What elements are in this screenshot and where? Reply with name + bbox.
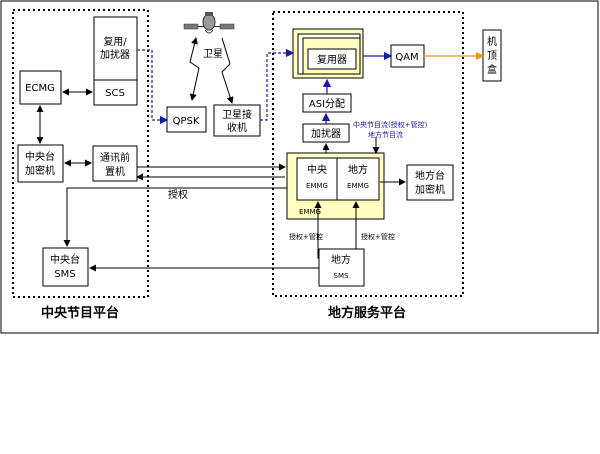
qam-label: QAM xyxy=(395,52,418,63)
comm-frontend-line1: 通讯前 xyxy=(100,151,130,164)
scrambler-box: 加扰器 xyxy=(302,123,350,143)
settop-box: 机 顶 盒 xyxy=(482,29,502,82)
satellite-icon xyxy=(183,12,235,34)
central-encryptor-line2: 加密机 xyxy=(25,164,55,177)
local-encryptor-line2: 加密机 xyxy=(415,183,445,196)
central-program-annotation: 中央节目流(授权+管控) xyxy=(353,120,428,129)
central-sms-line2: SMS xyxy=(54,269,75,280)
authorize-annotation: 授权 xyxy=(168,188,188,201)
settop-char1: 机 xyxy=(487,35,497,48)
sat-receiver-line1: 卫星接 xyxy=(222,108,252,121)
asi-split-label: ASI分配 xyxy=(309,98,345,110)
local-sms-line2: SMS xyxy=(334,272,349,280)
local-emmg-line2: EMMG xyxy=(347,182,369,190)
outer-frame xyxy=(0,0,599,334)
local-sms-to-central-emmg-link xyxy=(314,201,322,259)
central-encryptor-line1: 中央台 xyxy=(25,150,55,163)
central-sms-box: 中央台 SMS xyxy=(42,247,89,287)
emmg-group: 中央 EMMG 地方 EMMG EMMG xyxy=(286,152,385,220)
scs-label: SCS xyxy=(105,88,125,99)
local-encryptor-box: 地方台 加密机 xyxy=(406,164,454,201)
mux-to-qpsk-link xyxy=(137,49,169,125)
settop-char2: 顶 xyxy=(487,50,497,62)
sat-receiver-line2: 收机 xyxy=(227,121,247,134)
comm-frontend-line2: 置机 xyxy=(105,165,125,178)
mux-scrambler-line1: 复用/ xyxy=(103,35,127,48)
local-platform-region xyxy=(272,11,464,297)
scrambler-label: 加扰器 xyxy=(311,127,341,140)
ecmg-box: ECMG xyxy=(19,70,62,105)
auth-ctrl-left-annotation: 授权+管控 xyxy=(289,232,323,241)
uplink-zigzag xyxy=(189,37,200,101)
comm-frontend-box: 通讯前 置机 xyxy=(92,145,138,182)
mux-scrambler-box: 复用/ 加扰器 SCS xyxy=(93,16,138,106)
qpsk-box: QPSK xyxy=(166,106,207,133)
central-platform-region xyxy=(12,9,149,298)
sat-receiver-box: 卫星接 收机 xyxy=(213,104,261,137)
asi-split-box: ASI分配 xyxy=(302,93,352,113)
settop-char3: 盒 xyxy=(487,63,497,76)
central-emmg-line1: 中央 xyxy=(307,163,327,176)
local-program-annotation: 地方节目流 xyxy=(368,130,403,139)
ecmg-label: ECMG xyxy=(25,83,55,94)
local-sms-line1: 地方 xyxy=(331,253,351,266)
central-sms-line1: 中央台 xyxy=(50,253,80,266)
mux-scrambler-line2: 加扰器 xyxy=(100,48,130,61)
downlink-zigzag xyxy=(221,37,234,104)
central-platform-title: 中央节目平台 xyxy=(41,305,119,321)
local-sms-box: 地方 SMS xyxy=(318,248,365,287)
emmg-group-label: EMMG xyxy=(299,208,321,216)
multiplexer-stack: 复用器 xyxy=(292,28,364,79)
central-emmg-line2: EMMG xyxy=(306,182,328,190)
authorize-link xyxy=(63,187,287,247)
multiplexer-label: 复用器 xyxy=(317,53,347,66)
auth-ctrl-right-annotation: 授权+管控 xyxy=(361,232,395,241)
local-emmg-line1: 地方 xyxy=(348,163,368,176)
receiver-to-mux-link xyxy=(260,48,295,121)
qpsk-label: QPSK xyxy=(173,116,200,127)
central-encryptor-box: 中央台 加密机 xyxy=(17,144,64,183)
local-encryptor-line1: 地方台 xyxy=(415,169,445,182)
qam-box: QAM xyxy=(390,44,425,68)
satellite-label: 卫星 xyxy=(203,48,223,60)
local-platform-title: 地方服务平台 xyxy=(328,305,406,321)
